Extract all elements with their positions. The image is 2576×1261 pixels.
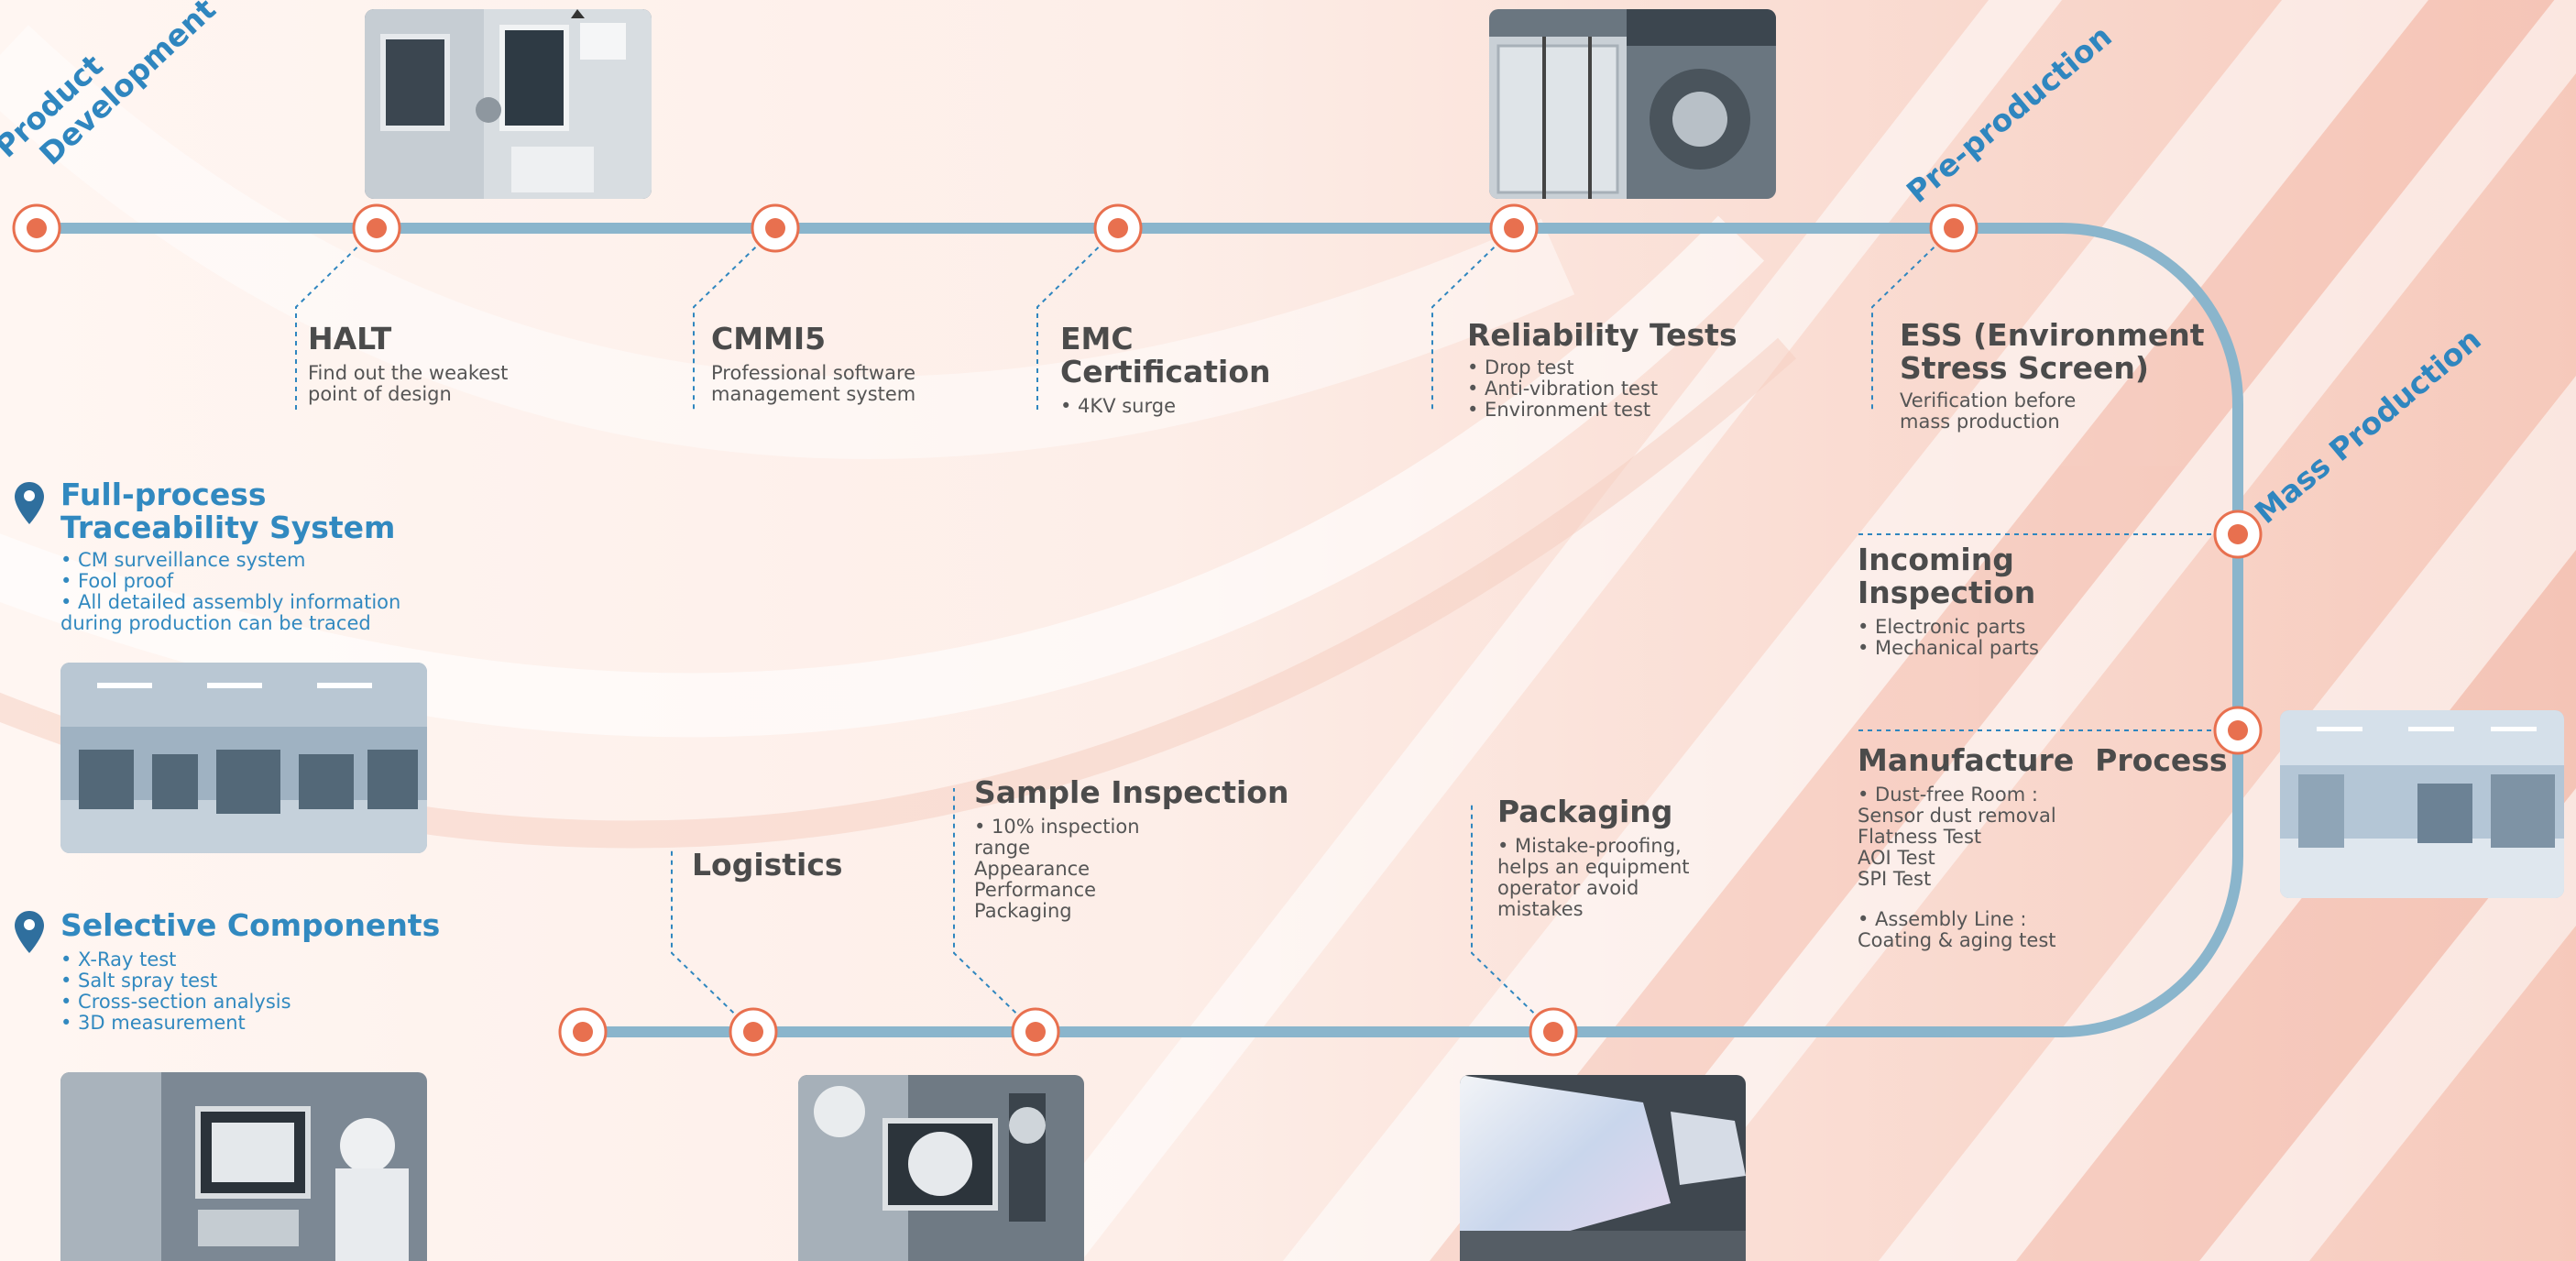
- feature-title: Selective Components: [60, 907, 441, 943]
- step-emc-certification: EMC Certification • 4KV surge: [1060, 321, 1271, 417]
- step-sample-inspection: Sample Inspection • 10% inspection range…: [974, 774, 1289, 922]
- timeline-node: [1489, 203, 1539, 253]
- microscope-inspection-photo: [798, 1075, 1084, 1261]
- feature-traceability: Full-process Traceability System • CM su…: [13, 478, 400, 634]
- step-title: Reliability Tests: [1467, 317, 1737, 353]
- timeline-node: [352, 203, 401, 253]
- feature-title-line2: Traceability System: [60, 510, 396, 545]
- step-title: Manufacture Process: [1858, 742, 2228, 778]
- step-title: EMC: [1060, 321, 1134, 356]
- step-cmmi5: CMMI5 Professional software management s…: [711, 321, 916, 405]
- led-panel-photo: [1460, 1075, 1746, 1261]
- test-chamber-photo: [365, 9, 652, 199]
- timeline-node: [1093, 203, 1143, 253]
- location-pin-icon: [15, 482, 44, 524]
- timeline-node: [1929, 203, 1979, 253]
- reliability-test-photo: [1489, 9, 1776, 199]
- timeline-node: [558, 1007, 608, 1057]
- step-manufacture-process: Manufacture Process • Dust-free Room : S…: [1858, 742, 2228, 951]
- step-title: Incoming: [1858, 542, 2014, 577]
- step-incoming-inspection: Incoming Inspection • Electronic parts •…: [1858, 542, 2039, 659]
- feature-title: Full-process: [60, 477, 267, 512]
- step-ess: ESS (Environment Stress Screen) Verifica…: [1900, 317, 2205, 433]
- feature-selective-components: Selective Components • X-Ray test • Salt…: [13, 909, 440, 1034]
- step-logistics: Logistics: [692, 849, 843, 882]
- step-packaging: Packaging • Mistake-proofing, helps an e…: [1497, 794, 1690, 920]
- step-title: Sample Inspection: [974, 774, 1289, 810]
- timeline-node: [751, 203, 800, 253]
- step-reliability-tests: Reliability Tests • Drop test • Anti-vib…: [1467, 317, 1737, 421]
- xray-station-photo: [60, 1072, 427, 1261]
- timeline-node: [729, 1007, 778, 1057]
- timeline-node: [2213, 706, 2263, 755]
- step-title-line2: Certification: [1060, 354, 1271, 389]
- step-title: HALT: [308, 321, 392, 356]
- clean-room-photo: [2280, 710, 2564, 898]
- step-title-line2: Stress Screen): [1900, 350, 2149, 386]
- timeline-node: [12, 203, 61, 253]
- step-title: CMMI5: [711, 321, 827, 356]
- step-title: Logistics: [692, 847, 843, 883]
- location-pin-icon: [15, 911, 44, 953]
- factory-floor-photo: [60, 663, 427, 853]
- timeline-node: [1011, 1007, 1060, 1057]
- timeline-node: [1529, 1007, 1578, 1057]
- step-title: Packaging: [1497, 794, 1673, 829]
- step-title: ESS (Environment: [1900, 317, 2205, 353]
- timeline-track: [37, 223, 2243, 1037]
- step-title-line2: Inspection: [1858, 575, 2036, 610]
- timeline-node: [2213, 510, 2263, 559]
- step-halt: HALT Find out the weakest point of desig…: [308, 321, 509, 405]
